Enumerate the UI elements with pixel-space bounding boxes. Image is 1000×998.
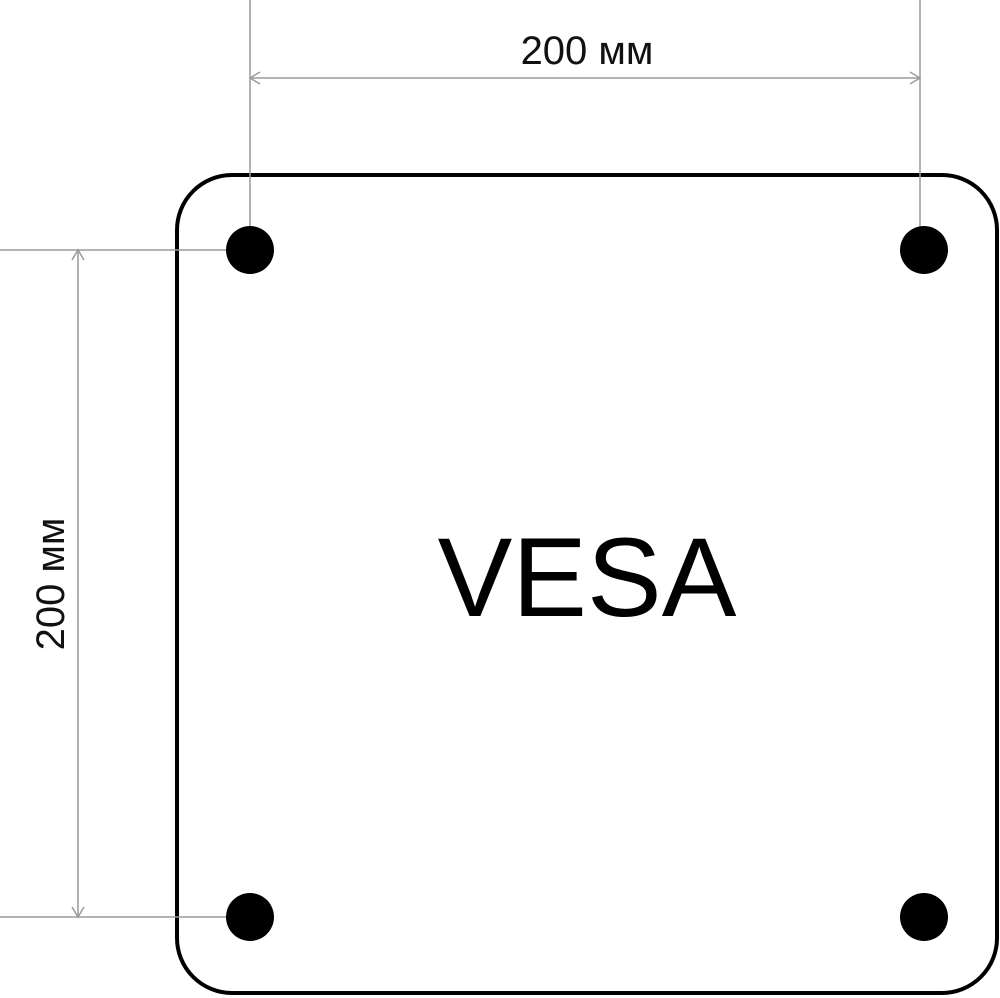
mounting-hole-bottom-right — [900, 893, 948, 941]
horizontal-dimension-label: 200 мм — [521, 29, 654, 73]
mounting-hole-top-left — [226, 226, 274, 274]
mounting-hole-top-right — [900, 226, 948, 274]
vertical-dimension-label: 200 мм — [29, 518, 73, 651]
horizontal-arrow-left — [248, 71, 261, 85]
mounting-hole-bottom-left — [226, 893, 274, 941]
vesa-label: VESA — [438, 515, 737, 640]
vertical-arrow-top — [71, 248, 85, 261]
vertical-arrow-bottom — [71, 906, 85, 919]
mounting-plate — [175, 173, 999, 995]
horizontal-arrow-right — [909, 71, 922, 85]
